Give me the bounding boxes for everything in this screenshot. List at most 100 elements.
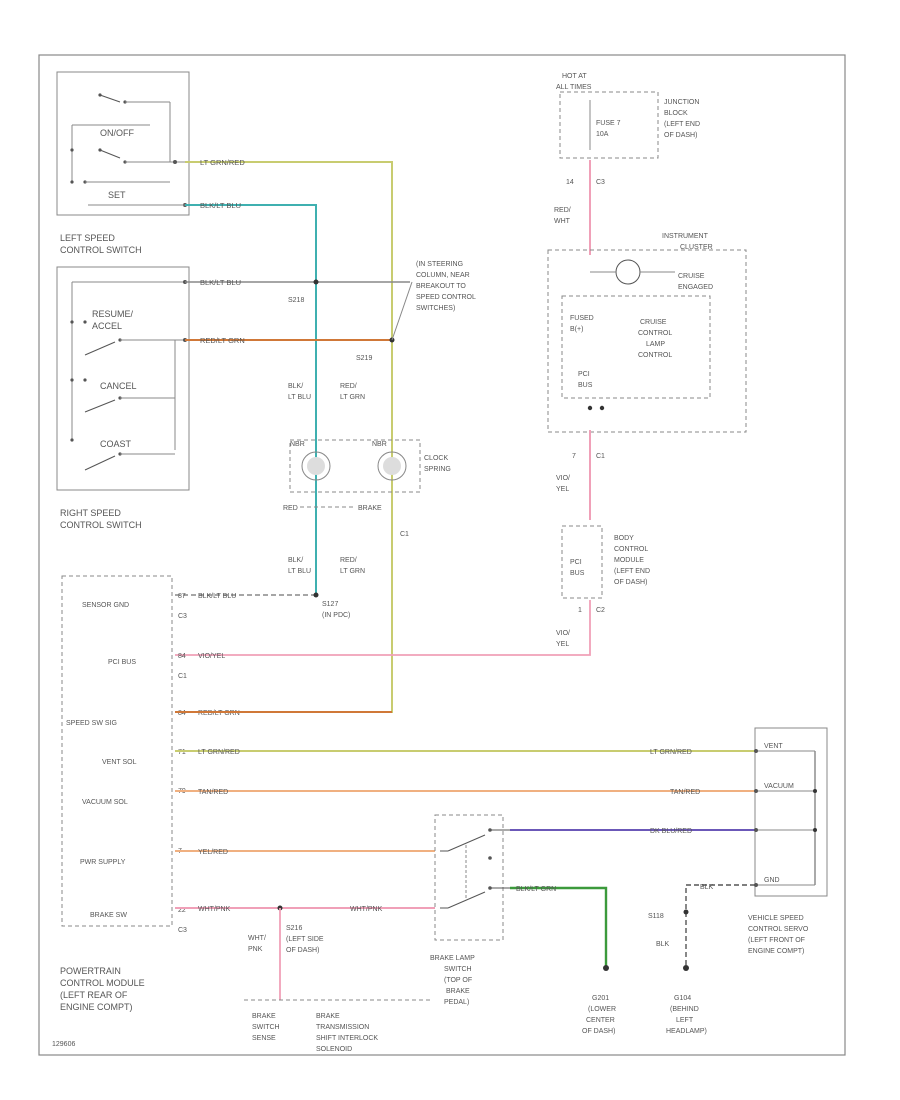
- label-brake: BRAKE: [358, 505, 382, 512]
- svg-text:(LEFT END: (LEFT END: [664, 121, 700, 128]
- wire-label-vent-sol-r: LT GRN/RED: [650, 749, 692, 756]
- left-switch-title-2: CONTROL SWITCH: [60, 245, 142, 255]
- wire-label-brake-sw-2: WHT/PNK: [350, 906, 383, 913]
- svg-text:NBR: NBR: [290, 441, 305, 448]
- svg-text:VACUUM: VACUUM: [764, 783, 794, 790]
- svg-text:PCI: PCI: [578, 371, 590, 378]
- body-control-module: PCI BUS BODY CONTROL MODULE (LEFT END OF…: [561, 525, 650, 599]
- pin-1: 1: [578, 607, 582, 614]
- pin-14: 14: [566, 179, 574, 186]
- label-blu-lt-blu-lower-1: BLK/: [288, 557, 303, 564]
- svg-text:LEFT: LEFT: [676, 1017, 694, 1024]
- hot-at-2: ALL TIMES: [556, 84, 592, 91]
- svg-text:LAMP: LAMP: [646, 341, 665, 348]
- svg-text:CLOCK: CLOCK: [424, 455, 448, 462]
- label-red-lt-grn-lower-2: LT GRN: [340, 568, 365, 575]
- label-red: RED: [283, 505, 298, 512]
- clock-spring: CLOCK SPRING NBR NBR: [289, 439, 451, 493]
- svg-text:MODULE: MODULE: [614, 557, 644, 564]
- label-vio-yel-4: YEL: [556, 641, 569, 648]
- brake-trans-1: BRAKE: [316, 1013, 340, 1020]
- brake-lamp-switch: BRAKE LAMP SWITCH (TOP OF BRAKE PEDAL): [430, 814, 510, 1006]
- svg-text:87: 87: [178, 593, 186, 600]
- brake-sw-bottom-3: SENSE: [252, 1035, 276, 1042]
- label-red-lt-grn-1: RED/: [340, 383, 357, 390]
- svg-text:CLUSTER: CLUSTER: [680, 244, 713, 251]
- svg-text:COLUMN, NEAR: COLUMN, NEAR: [416, 272, 470, 279]
- wire-blk-ground: [685, 884, 755, 968]
- splice-s118: S118: [648, 913, 664, 920]
- svg-text:CENTER: CENTER: [586, 1017, 615, 1024]
- svg-text:BUS: BUS: [578, 382, 593, 389]
- svg-text:PEDAL): PEDAL): [444, 999, 469, 1006]
- right-switch-item-resume: RESUME/: [92, 309, 134, 319]
- svg-text:CRUISE: CRUISE: [640, 319, 667, 326]
- pin-c3-top: C3: [596, 179, 605, 186]
- powertrain-control-module: SENSOR GND PCI BUS SPEED SW SIG VENT SOL…: [61, 575, 187, 934]
- svg-text:C3: C3: [178, 927, 187, 934]
- label-blu-lt-blu-lower-2: LT BLU: [288, 568, 311, 575]
- left-switch-item-onoff: ON/OFF: [100, 128, 134, 138]
- right-switch-title-2: CONTROL SWITCH: [60, 520, 142, 530]
- svg-text:ENGINE COMPT): ENGINE COMPT): [748, 948, 804, 955]
- svg-text:FUSE 7: FUSE 7: [596, 120, 621, 127]
- label-red-lt-grn-2: LT GRN: [340, 394, 365, 401]
- svg-text:BUS: BUS: [570, 570, 585, 577]
- wire-label-blk: BLK: [700, 884, 714, 891]
- label-wht-pnk-1: WHT/: [248, 935, 266, 942]
- svg-text:SPRING: SPRING: [424, 466, 451, 473]
- wire-label-brake-sw: WHT/PNK: [198, 906, 231, 913]
- svg-text:PCI BUS: PCI BUS: [108, 659, 136, 666]
- right-switch-item-cancel: CANCEL: [100, 381, 137, 391]
- wire-label-pci-bus: VIO/YEL: [198, 653, 225, 660]
- svg-text:BLOCK: BLOCK: [664, 110, 688, 117]
- junction-block: FUSE 7 10A JUNCTION BLOCK (LEFT END OF D…: [559, 91, 700, 159]
- pcm-label-4: ENGINE COMPT): [60, 1002, 133, 1012]
- wire-label-blk-lt-grn: BLK/LT GRN: [516, 886, 556, 893]
- svg-text:(BEHIND: (BEHIND: [670, 1006, 699, 1013]
- svg-text:BRAKE LAMP: BRAKE LAMP: [430, 955, 475, 962]
- brake-sw-bottom-2: SWITCH: [252, 1024, 280, 1031]
- steering-column-note: (IN STEERING COLUMN, NEAR BREAKOUT TO SP…: [416, 261, 476, 312]
- svg-text:CONTROL: CONTROL: [638, 330, 672, 337]
- svg-text:PCI: PCI: [570, 559, 582, 566]
- svg-text:VEHICLE SPEED: VEHICLE SPEED: [748, 915, 804, 922]
- label-vio-yel-2: YEL: [556, 486, 569, 493]
- pin-c1: C1: [596, 453, 605, 460]
- svg-text:SPEED CONTROL: SPEED CONTROL: [416, 294, 476, 301]
- vehicle-speed-control-servo: VENT VACUUM GND VEHICLE SPEED CONTROL SE…: [748, 727, 828, 955]
- label-blu-lt-blu-1: BLK/: [288, 383, 303, 390]
- pcm-label-2: CONTROL MODULE: [60, 978, 145, 988]
- svg-text:G201: G201: [592, 995, 609, 1002]
- svg-text:OF DASH): OF DASH): [582, 1028, 615, 1035]
- wire-label-blk-2: BLK: [656, 941, 670, 948]
- right-speed-control-switch: RESUME/ ACCEL CANCEL COAST: [56, 266, 190, 491]
- label-wht-pnk-2: PNK: [248, 946, 263, 953]
- brake-sw-bottom-1: BRAKE: [252, 1013, 276, 1020]
- svg-text:PWR SUPPLY: PWR SUPPLY: [80, 859, 126, 866]
- svg-text:VENT SOL: VENT SOL: [102, 759, 137, 766]
- svg-text:ENGAGED: ENGAGED: [678, 284, 713, 291]
- pcm-label-3: (LEFT REAR OF: [60, 990, 128, 1000]
- svg-text:CRUISE: CRUISE: [678, 273, 705, 280]
- wire-label-speed-sw: RED/LT GRN: [198, 710, 240, 717]
- brake-trans-4: SOLENOID: [316, 1046, 352, 1053]
- splice-s127-1: S127: [322, 601, 338, 608]
- svg-text:VENT: VENT: [764, 743, 783, 750]
- splice-s127-2: (IN PDC): [322, 612, 350, 619]
- wire-pci-bus: [175, 600, 591, 656]
- right-switch-item-coast: COAST: [100, 439, 132, 449]
- hot-at-1: HOT AT: [562, 73, 587, 80]
- wire-label-red-lt-grn: RED/LT GRN: [200, 336, 245, 345]
- svg-text:84: 84: [178, 653, 186, 660]
- svg-text:HEADLAMP): HEADLAMP): [666, 1028, 707, 1035]
- svg-text:JUNCTION: JUNCTION: [664, 99, 699, 106]
- svg-text:NBR: NBR: [372, 441, 387, 448]
- footer-code: 129606: [52, 1041, 75, 1048]
- svg-text:VACUUM SOL: VACUUM SOL: [82, 799, 128, 806]
- svg-text:(LOWER: (LOWER: [588, 1006, 616, 1013]
- svg-text:CONTROL SERVO: CONTROL SERVO: [748, 926, 809, 933]
- svg-text:GND: GND: [764, 877, 780, 884]
- svg-text:C3: C3: [178, 613, 187, 620]
